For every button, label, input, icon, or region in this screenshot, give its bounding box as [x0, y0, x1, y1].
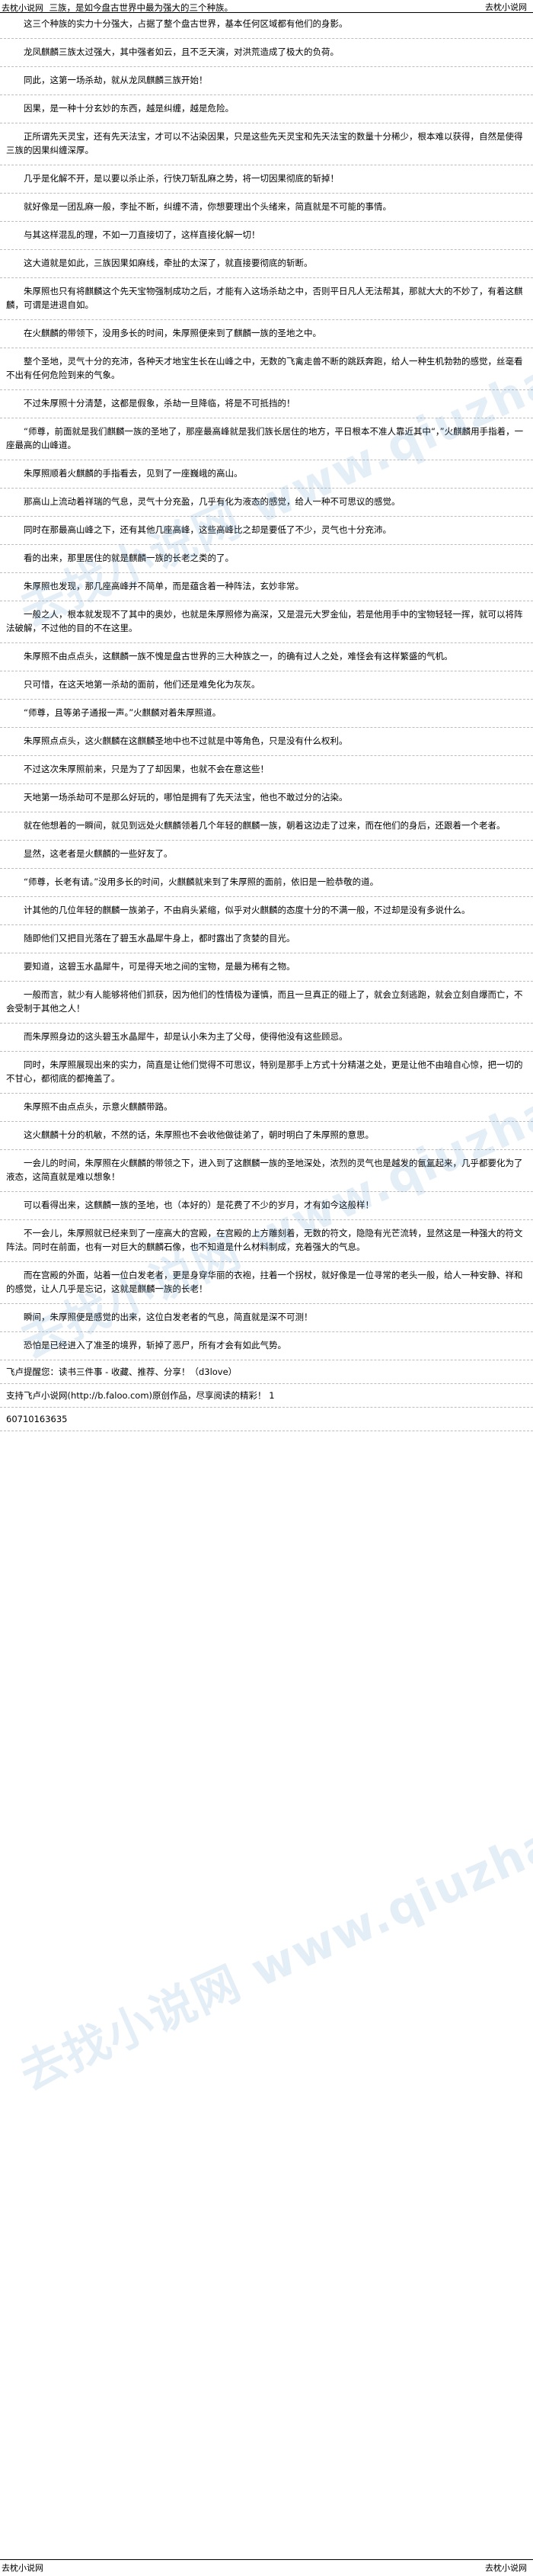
header-first-line-snippet: 三族，是如今盘古世界中最为强大的三个种族。 — [49, 2, 234, 13]
paragraph: 与其这样混乱的理，不如一刀直接切了，这样直接化解一切！ — [0, 222, 533, 250]
paragraph: 可以看得出来，这麒麟一族的圣地，也（本好的）是花费了不少的岁月，才有如今这般样！ — [0, 1192, 533, 1220]
paragraph: 朱厚照也发现，那几座高峰并不简单，而是蕴含着一种阵法，玄妙非常。 — [0, 573, 533, 601]
paragraph: 计其他的几位年轻的麒麟一族弟子，不由肩头紧缩，似乎对火麒麟的态度十分的不满一般，… — [0, 897, 533, 925]
paragraph: 而在宫殿的外面，站着一位白发老者，更是身穿华丽的衣袍，拄着一个拐杖，就好像是一位… — [0, 1262, 533, 1304]
header-site-name-right: 去枕小说网 — [485, 2, 527, 12]
paragraph: 同时，朱厚照展现出来的实力，简直是让他们觉得不可思议，特别是那手上方式十分精湛之… — [0, 1052, 533, 1094]
paragraph: 朱厚照顺着火麒麟的手指看去，见到了一座巍峨的高山。 — [0, 460, 533, 489]
paragraph: 因果，是一种十分玄妙的东西，越是纠缠，越是危险。 — [0, 95, 533, 123]
paragraph: 一般而言，就少有人能够将他们抓获，因为他们的性情极为谨慎，而且一旦真正的碰上了，… — [0, 982, 533, 1024]
paragraph: 就在他想着的一瞬间，就见到远处火麒麟领着几个年轻的麒麟一族，朝着这边走了过来，而… — [0, 812, 533, 841]
paragraph: 不过朱厚照十分清楚，这都是假象，杀劫一旦降临，将是不可抵挡的！ — [0, 390, 533, 418]
paragraph: “师尊，长老有请。”没用多长的时间，火麒麟就来到了朱厚照的面前，依旧是一脸恭敬的… — [0, 869, 533, 897]
paragraph: 同此，这第一场杀劫，就从龙凤麒麟三族开始！ — [0, 67, 533, 95]
paragraph: 朱厚照点点头，这火麒麟在这麒麟圣地中也不过就是中等角色，只是没有什么权利。 — [0, 728, 533, 756]
footer-site-name-left: 去枕小说网 — [2, 2563, 43, 2573]
top-header: 去枕小说网 三族，是如今盘古世界中最为强大的三个种族。 去枕小说网 — [0, 0, 533, 15]
paragraph: 朱厚照不由点点头，示意火麒麟带路。 — [0, 1094, 533, 1122]
paragraph: 龙凤麒麟三族太过强大，其中强者如云，且不乏天演，对洪荒造成了极大的负荷。 — [0, 39, 533, 67]
footer-site-name-right: 去枕小说网 — [485, 2563, 527, 2573]
footer-line3: 60710163635 — [0, 1408, 533, 1431]
paragraph: 瞬间，朱厚照便是感觉的出来，这位白发老者的气息，简直就是深不可测！ — [0, 1304, 533, 1332]
paragraph: 几乎是化解不开，是以要以杀止杀，行快刀斩乱麻之势，将一切因果彻底的斩掉！ — [0, 165, 533, 194]
paragraph: 整个圣地，灵气十分的充沛，各种天才地宝生长在山峰之中，无数的飞禽走兽不断的跳跃奔… — [0, 348, 533, 390]
paragraph: 就好像是一团乱麻一般，李扯不断，纠缠不清，你想要理出个头绪来，简直就是不可能的事… — [0, 194, 533, 222]
paragraph: 显然，这老者是火麒麟的一些好友了。 — [0, 841, 533, 869]
document-body: 这三个种族的实力十分强大，占据了整个盘古世界，基本任何区域都有他们的身影。龙凤麒… — [0, 15, 533, 1431]
paragraph: 在火麒麟的带领下，没用多长的时间，朱厚照便来到了麒麟一族的圣地之中。 — [0, 320, 533, 348]
header-site-name-left: 去枕小说网 三族，是如今盘古世界中最为强大的三个种族。 — [2, 2, 234, 13]
paragraph: 天地第一场杀劫可不是那么好玩的，哪怕是拥有了先天法宝，他也不敢过分的沾染。 — [0, 784, 533, 812]
paragraph: 朱厚照不由点点头，这麒麟一族不愧是盘古世界的三大种族之一，的确有过人之处，难怪会… — [0, 643, 533, 671]
footer-divider — [0, 2559, 533, 2560]
paragraph: “师尊，前面就是我们麒麟一族的圣地了，那座最高峰就是我们族长居住的地方，平日根本… — [0, 418, 533, 460]
paragraph: 朱厚照也只有将麒麟这个先天宝物强制成功之后，才能有入这场杀劫之中，否则平日凡人无… — [0, 278, 533, 320]
footer-line2[interactable]: 支持飞卢小说网(http://b.faloo.com)原创作品，尽享阅读的精彩！… — [0, 1384, 533, 1408]
paragraph: 一般之人，根本就发现不了其中的奥妙，也就是朱厚照修为高深，又是混元大罗金仙，若是… — [0, 601, 533, 643]
paragraph: 一会儿的时间，朱厚照在火麒麟的带领之下，进入到了这麒麟一族的圣地深处，浓烈的灵气… — [0, 1150, 533, 1192]
paragraph: 这大道就是如此，三族因果如麻线，牵扯的太深了，就直接要彻底的斩断。 — [0, 250, 533, 278]
paragraph: 随即他们又把目光落在了碧玉水晶犀牛身上，都时露出了贪婪的目光。 — [0, 925, 533, 953]
footer-line1: 飞卢提醒您：读书三件事 - 收藏、推荐、分享！（d3love） — [0, 1360, 533, 1384]
paragraph: 要知道，这碧玉水晶犀牛，可是得天地之间的宝物，是最为稀有之物。 — [0, 953, 533, 982]
paragraph: 同时在那最高山峰之下，还有其他几座高峰，这些高峰比之却是要低了不少，灵气也十分充… — [0, 517, 533, 545]
paragraph: 只可惜，在这天地第一杀劫的面前，他们还是难免化为灰灰。 — [0, 671, 533, 700]
paragraph: 这火麒麟十分的机敏，不然的话，朱厚照也不会收他做徒弟了，朝时明白了朱厚照的意思。 — [0, 1122, 533, 1150]
paragraph: 恐怕是已经进入了准圣的境界，斩掉了恶尸，所有才会有如此气势。 — [0, 1332, 533, 1360]
paragraph: 这三个种族的实力十分强大，占据了整个盘古世界，基本任何区域都有他们的身影。 — [0, 15, 533, 39]
paragraph: 不一会儿，朱厚照就已经来到了一座高大的宫殿，在宫殿的上方雕刻着，无数的符文，隐隐… — [0, 1220, 533, 1262]
paragraph: 不过这次朱厚照前来，只是为了了却因果，也就不会在意这些！ — [0, 756, 533, 784]
watermark-3: 去找小说网 www.qiuzhaoxiaoshuo.com — [11, 1651, 533, 2101]
header-divider — [0, 12, 533, 13]
paragraph: 正所谓先天灵宝，还有先天法宝，才可以不沾染因果，只是这些先天灵宝和先天法宝的数量… — [0, 123, 533, 165]
paragraph: 看的出来，那里居住的就是麒麟一族的长老之类的了。 — [0, 545, 533, 573]
bottom-footer: 去枕小说网 去枕小说网 — [0, 2561, 533, 2576]
paragraph: “师尊，且等弟子通报一声。”火麒麟对着朱厚照道。 — [0, 700, 533, 728]
paragraph: 而朱厚照身边的这头碧玉水晶犀牛，却是认小朱为主了父母，使得他没有这些顾忌。 — [0, 1024, 533, 1052]
paragraph: 那高山上流动着祥瑞的气息，灵气十分充盈，几乎有化为液态的感觉，给人一种不可思议的… — [0, 489, 533, 517]
